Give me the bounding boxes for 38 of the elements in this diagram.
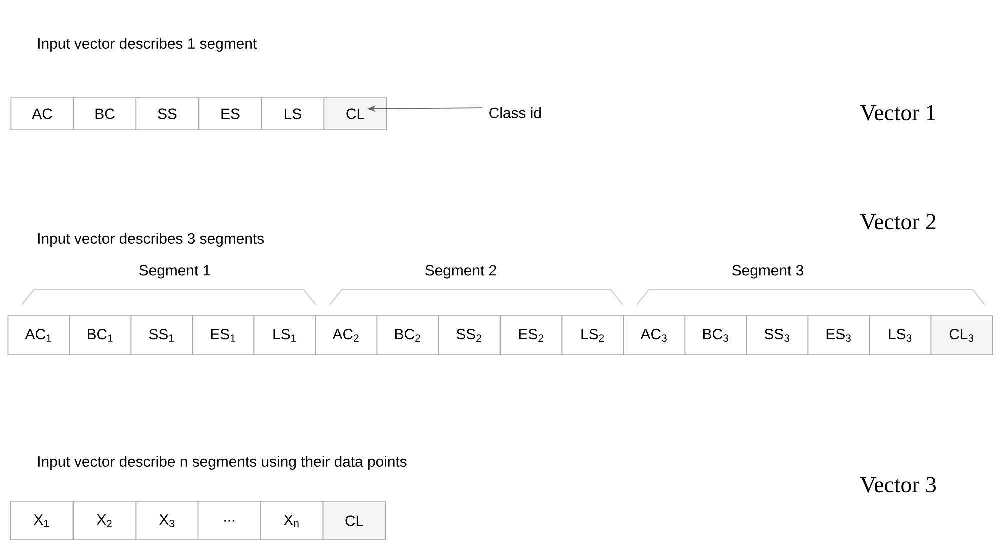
vector-cell: AC$_{3}$: [623, 316, 686, 356]
callout-text: Class id: [490, 108, 542, 118]
row-caption: Input vector describes 3 segments: [38, 233, 264, 247]
vector-cell: LS: [261, 98, 325, 130]
vector-cell: SS$_{1}$: [130, 316, 194, 356]
vector-cell: CL$_{3}$: [930, 316, 994, 356]
segment-label: Segment 3: [732, 265, 804, 279]
vector-cell: SS$_{2}$: [438, 316, 501, 356]
vector-title: Vector 2: [860, 214, 936, 230]
vector-cell: ES: [198, 98, 262, 130]
vector-cell: ES$_{1}$: [192, 316, 255, 356]
vector-cell: AC$_{2}$: [315, 316, 378, 356]
vector-cell: BC: [73, 98, 137, 130]
vector-cell: BC$_{3}$: [684, 316, 748, 356]
vector-cell: SS$_{3}$: [746, 316, 809, 356]
vector-cell: SS: [136, 98, 200, 130]
vector-cell: X$_{2}$: [73, 502, 137, 540]
vector-title: Vector 3: [860, 477, 936, 493]
vector-cell: X$_{3}$: [136, 502, 200, 540]
vector-cell: LS$_{3}$: [869, 316, 932, 356]
vector-cell: X$_{n}$: [260, 502, 324, 540]
vector-cell: ...: [198, 502, 262, 540]
row-caption: Input vector describes 1 segment: [38, 38, 257, 52]
vector-cell: BC$_{2}$: [376, 316, 440, 356]
vector-cell: X$_{1}$: [10, 502, 74, 540]
segment-label: Segment 1: [140, 265, 210, 279]
vector-cell: BC$_{1}$: [69, 316, 132, 356]
vector-cell: CL: [324, 98, 388, 130]
vector-cell: LS$_{1}$: [254, 316, 316, 356]
vector-cell: ES$_{3}$: [808, 316, 870, 356]
vector-title: Vector 1: [860, 105, 936, 121]
vector-cell: LS$_{2}$: [562, 316, 624, 356]
vector-cell: CL: [322, 502, 386, 540]
vector-cell: AC$_{1}$: [8, 316, 70, 356]
vector-cell: AC: [10, 98, 74, 130]
vector-cell: ES$_{2}$: [500, 316, 563, 356]
row-caption: Input vector describe n segments using their data points: [38, 456, 407, 470]
segment-label: Segment 2: [426, 265, 496, 279]
